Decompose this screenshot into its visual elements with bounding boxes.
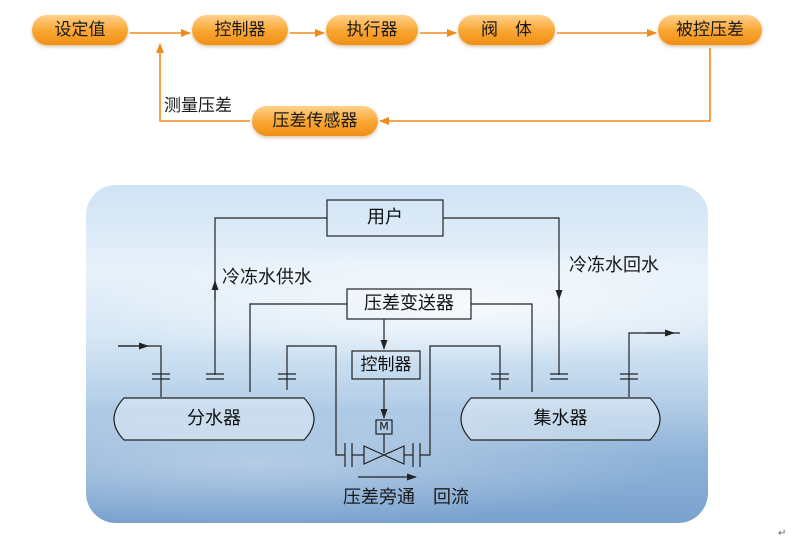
return-pipe bbox=[443, 217, 560, 375]
collector-outlet bbox=[628, 332, 680, 397]
supply-pipe bbox=[214, 217, 327, 375]
distributor-label: 分水器 bbox=[187, 408, 241, 429]
chilled-return-label: 冷冻水回水 bbox=[569, 255, 659, 276]
controlled-dp-box: 被控压差 bbox=[658, 15, 762, 45]
set-value-label: 设定值 bbox=[54, 20, 106, 40]
bypass-label: 压差旁通 回流 bbox=[343, 487, 469, 508]
measured-dp-label: 测量压差 bbox=[164, 96, 232, 116]
system-panel bbox=[86, 185, 708, 523]
corner-mark: ↵ bbox=[778, 528, 787, 539]
chilled-supply-label: 冷冻水供水 bbox=[222, 267, 312, 288]
collector-tank bbox=[460, 397, 661, 441]
actuator-label: 执行器 bbox=[346, 20, 398, 40]
arrow-feedback-to-sum bbox=[156, 43, 250, 122]
user-label: 用户 bbox=[367, 207, 403, 228]
controller-lower-label: 控制器 bbox=[360, 355, 412, 375]
dp-transmitter-label: 压差变送器 bbox=[364, 293, 454, 314]
arrow-feedback-to-sensor bbox=[379, 48, 711, 125]
controller-box-lower bbox=[351, 350, 421, 380]
distributor-inlet bbox=[118, 345, 162, 397]
controlled-dp-label: 被控压差 bbox=[676, 20, 744, 40]
valve-body-label: 阀 体 bbox=[481, 20, 532, 40]
bypass-left-pipe bbox=[286, 345, 345, 456]
dp-sensor-box: 压差传感器 bbox=[252, 106, 378, 136]
motor-label: M bbox=[379, 420, 389, 433]
transmitter-right-tap bbox=[471, 303, 533, 392]
set-value-box: 设定值 bbox=[32, 15, 128, 45]
bypass-valve bbox=[363, 445, 386, 465]
dp-sensor-label: 压差传感器 bbox=[272, 111, 358, 131]
distributor-tank bbox=[113, 397, 315, 441]
valve-body-box: 阀 体 bbox=[458, 15, 555, 45]
transmitter-left-tap bbox=[249, 303, 347, 392]
controller-label: 控制器 bbox=[214, 20, 266, 40]
bypass-right-pipe bbox=[420, 345, 501, 456]
actuator-box: 执行器 bbox=[326, 15, 418, 45]
collector-label: 集水器 bbox=[533, 408, 588, 429]
controller-box: 控制器 bbox=[192, 15, 288, 45]
